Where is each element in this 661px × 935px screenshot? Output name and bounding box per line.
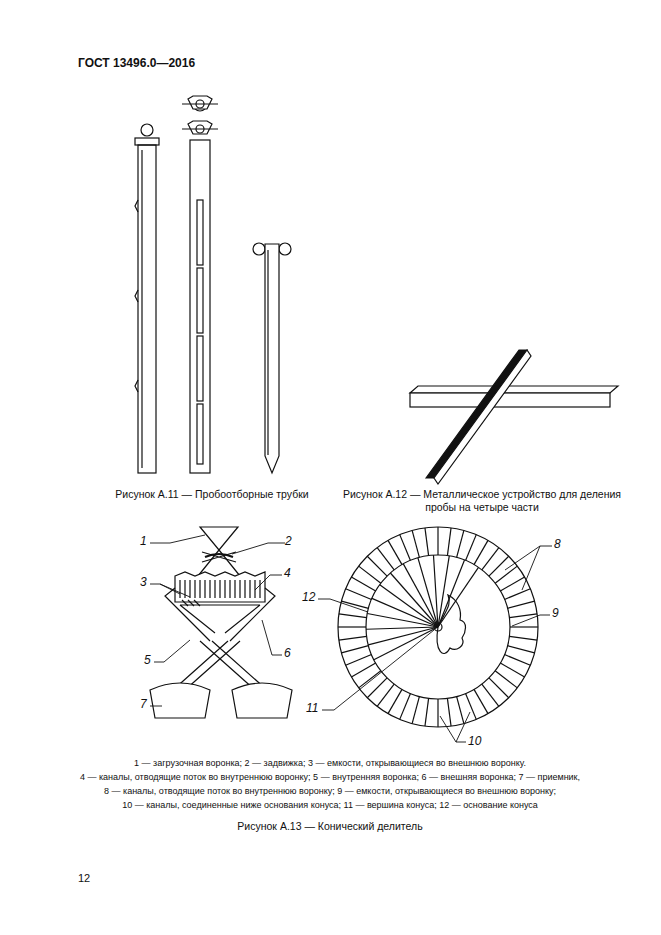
channel-wall <box>388 689 402 713</box>
callout-number: 10 <box>468 734 481 748</box>
callout-number: 8 <box>554 537 561 551</box>
channel-wall <box>500 663 524 677</box>
channel-wall <box>495 671 517 688</box>
running-header: ГОСТ 13496.0—2016 <box>78 56 195 70</box>
sampling-tube <box>182 96 218 473</box>
conical-divider-section <box>150 527 292 718</box>
cone-line <box>390 573 438 627</box>
channel-wall <box>425 698 429 726</box>
channel-wall <box>489 678 509 698</box>
cone-line <box>366 627 438 629</box>
callout-number: 7 <box>140 697 147 711</box>
cone-line <box>403 564 438 627</box>
conical-divider-plan <box>338 527 538 727</box>
cone-line <box>418 558 438 627</box>
channel-wall <box>437 699 438 727</box>
channel-wall <box>474 540 488 564</box>
figure-caption: Рисунок А.11 — Пробоотборные трубки <box>115 488 308 501</box>
channel-wall <box>509 636 537 640</box>
figure-caption: Рисунок А.12 — Металлическое устройство … <box>342 488 622 513</box>
channel-wall <box>351 663 375 677</box>
cone-line <box>438 556 449 627</box>
channel-wall <box>500 577 524 591</box>
cone-line <box>374 627 438 660</box>
channel-wall <box>377 684 394 706</box>
channel-wall <box>412 530 419 557</box>
channel-wall <box>505 589 531 600</box>
channel-wall <box>425 528 429 556</box>
callout-number: 12 <box>302 590 315 604</box>
channel-wall <box>359 671 381 688</box>
channel-wall <box>457 530 464 557</box>
sampling-tube <box>135 124 159 473</box>
channel-wall <box>400 535 411 561</box>
callout-number: 6 <box>284 646 291 660</box>
legend-line: 10 — каналы, соединенные ниже основания … <box>122 800 538 811</box>
channel-wall <box>346 655 372 666</box>
cone-line <box>438 567 478 627</box>
callout-number: 11 <box>306 701 318 715</box>
channel-wall <box>400 694 411 720</box>
channel-wall <box>482 684 499 706</box>
channel-wall <box>377 548 394 570</box>
channel-wall <box>351 577 375 591</box>
callout-number: 9 <box>552 606 559 620</box>
figure-caption: Рисунок А.13 — Конический делитель <box>237 820 422 833</box>
channel-wall <box>510 626 538 627</box>
channel-wall <box>466 694 477 720</box>
cone-line <box>368 627 438 645</box>
callout-number: 3 <box>140 575 147 589</box>
channel-wall <box>508 646 535 653</box>
channel-wall <box>474 689 488 713</box>
channel-wall <box>466 535 477 561</box>
channel-wall <box>338 626 366 627</box>
channel-wall <box>367 556 387 576</box>
channel-wall <box>509 614 537 618</box>
channel-wall <box>508 601 535 608</box>
callout-number: 2 <box>285 534 292 548</box>
channel-wall <box>457 697 464 724</box>
legend-line: 4 — каналы, отводящие поток во внутренню… <box>80 772 580 783</box>
quartering-cross <box>410 350 618 484</box>
channel-wall <box>437 527 438 555</box>
leader-lines <box>150 535 552 742</box>
channel-wall <box>388 540 402 564</box>
callout-number: 1 <box>140 534 147 548</box>
channel-wall <box>339 636 367 640</box>
callout-number: 5 <box>144 653 151 667</box>
legend-line: 8 — каналы, отводящие поток во внутренню… <box>104 786 556 797</box>
cone-line <box>433 555 438 627</box>
channel-wall <box>341 646 368 653</box>
cone-line <box>380 585 438 627</box>
channel-wall <box>447 698 451 726</box>
legend-line: 1 — загрузочная воронка; 2 — задвижка; 3… <box>134 758 526 769</box>
channel-wall <box>346 589 372 600</box>
channel-wall <box>359 566 381 583</box>
channel-wall <box>482 548 499 570</box>
sampling-rod <box>253 243 291 473</box>
channel-wall <box>505 655 531 666</box>
callout-number: 4 <box>284 566 291 580</box>
page-number: 12 <box>78 872 90 885</box>
channel-wall <box>339 614 367 618</box>
channel-wall <box>412 697 419 724</box>
channel-wall <box>447 528 451 556</box>
channel-wall <box>489 556 509 576</box>
